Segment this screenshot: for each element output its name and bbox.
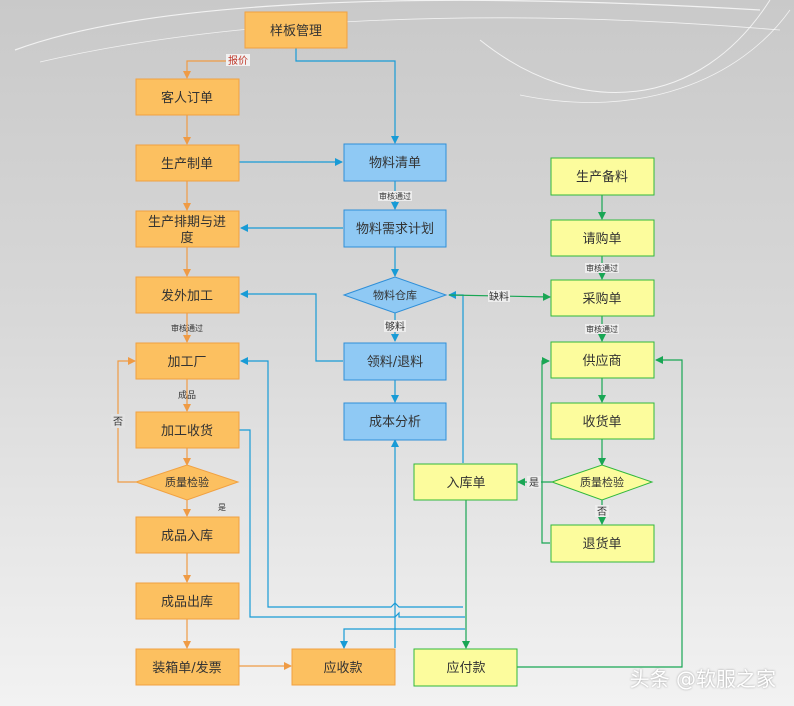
edge-sample-to-bom — [295, 48, 399, 144]
node-label: 加工厂 — [167, 355, 206, 370]
edge-label-approved: 审核通过 — [171, 323, 203, 333]
node-purchase-order: 采购单 — [550, 279, 655, 317]
watermark-text: 头条 @软服之家 — [629, 667, 776, 691]
node-material-warehouse: 物料仓库 — [342, 276, 448, 314]
node-label: 成品入库 — [161, 528, 213, 544]
node-packing-invoice: 装箱单/发票 — [135, 648, 240, 686]
node-label: 样板管理 — [270, 24, 322, 39]
edge-payable-to-supplier — [517, 356, 683, 668]
node-stock-in: 入库单 — [413, 463, 518, 501]
node-finished-stock-out: 成品出库 — [135, 582, 240, 620]
edge-label-no: 否 — [597, 506, 607, 518]
edge-label-shortage: 缺料 — [489, 290, 509, 303]
node-label: 质量检验 — [165, 475, 209, 489]
edge-receive-to-payable-bus — [239, 429, 465, 618]
edge-label-approved: 审核通过 — [586, 324, 618, 334]
edge-sample-to-order — [183, 60, 245, 79]
edge-label-approved: 审核通过 — [379, 191, 411, 201]
node-customer-order: 客人订单 — [135, 78, 240, 116]
node-label: 应付款 — [446, 660, 485, 676]
nodes: 样板管理 客人订单 生产制单 生产排期与进 度 发外加工 加工厂 加工收货 — [134, 11, 655, 687]
node-finished-stock-in: 成品入库 — [135, 516, 240, 554]
node-processed-receipt: 加工收货 — [135, 411, 240, 449]
node-issue-return: 领料/退料 — [343, 342, 447, 381]
node-label: 物料需求计划 — [356, 222, 434, 237]
node-payable: 应付款 — [413, 648, 518, 687]
node-label: 退货单 — [582, 536, 621, 552]
node-quality-check-left: 质量检验 — [134, 464, 240, 501]
node-label: 物料清单 — [369, 156, 421, 171]
edge-label-yes: 是 — [529, 477, 539, 489]
background-swoosh — [14, 0, 791, 103]
node-processing-factory: 加工厂 — [135, 342, 240, 380]
node-label: 物料仓库 — [373, 288, 417, 302]
edge-label-yes: 是 — [218, 503, 226, 512]
edge-labels: 报价 审核通过 审核通过 审核通过 审核通过 够料 缺料 成品 否 是 是 否 — [111, 54, 619, 518]
node-receivable: 应收款 — [291, 648, 396, 686]
node-bill-of-materials: 物料清单 — [343, 143, 447, 182]
edge-label-finished: 成品 — [178, 389, 196, 401]
edge-issue-to-outsource — [240, 290, 343, 362]
node-label-line-2: 度 — [180, 230, 193, 246]
edge-return-to-supplier — [541, 357, 550, 544]
node-supplier: 供应商 — [550, 341, 655, 379]
node-label: 客人订单 — [161, 90, 213, 106]
node-label: 入库单 — [446, 475, 485, 491]
node-return-goods: 退货单 — [550, 524, 655, 563]
node-label: 采购单 — [582, 291, 621, 307]
edge-label-no: 否 — [113, 416, 123, 428]
node-label: 供应商 — [582, 353, 621, 369]
node-requisition: 请购单 — [550, 219, 655, 257]
edge-label-enough: 够料 — [385, 320, 405, 333]
edge-label-quote: 报价 — [228, 54, 248, 67]
node-label: 发外加工 — [161, 288, 213, 304]
edge-label-approved: 审核通过 — [586, 263, 618, 273]
node-label: 生产制单 — [161, 157, 213, 172]
node-production-prep: 生产备料 — [550, 157, 655, 196]
edge-factory-cost-line — [240, 357, 463, 608]
node-quality-check-right: 质量检验 — [550, 464, 654, 501]
node-label: 装箱单/发票 — [152, 660, 221, 676]
node-production-order: 生产制单 — [135, 144, 240, 182]
node-label: 收货单 — [582, 414, 621, 430]
node-cost-analysis: 成本分析 — [343, 402, 447, 441]
node-label: 加工收货 — [161, 423, 213, 439]
node-material-plan: 物料需求计划 — [343, 209, 447, 248]
node-label: 成品出库 — [161, 594, 213, 610]
node-label: 质量检验 — [580, 475, 624, 489]
node-label-line-1: 生产排期与进 — [148, 215, 226, 230]
node-label: 请购单 — [582, 231, 621, 247]
edge-receivable-bus — [340, 628, 465, 649]
node-label: 领料/退料 — [367, 355, 423, 370]
edges — [117, 48, 683, 670]
node-label: 成本分析 — [369, 415, 421, 430]
node-sample-management: 样板管理 — [244, 11, 348, 49]
node-outsource-processing: 发外加工 — [135, 276, 240, 314]
node-label: 生产备料 — [576, 169, 628, 185]
node-goods-receipt: 收货单 — [550, 402, 655, 440]
edge-stockin-to-warehouse — [448, 291, 464, 463]
node-production-schedule: 生产排期与进 度 — [135, 210, 240, 248]
node-label: 应收款 — [323, 660, 362, 676]
